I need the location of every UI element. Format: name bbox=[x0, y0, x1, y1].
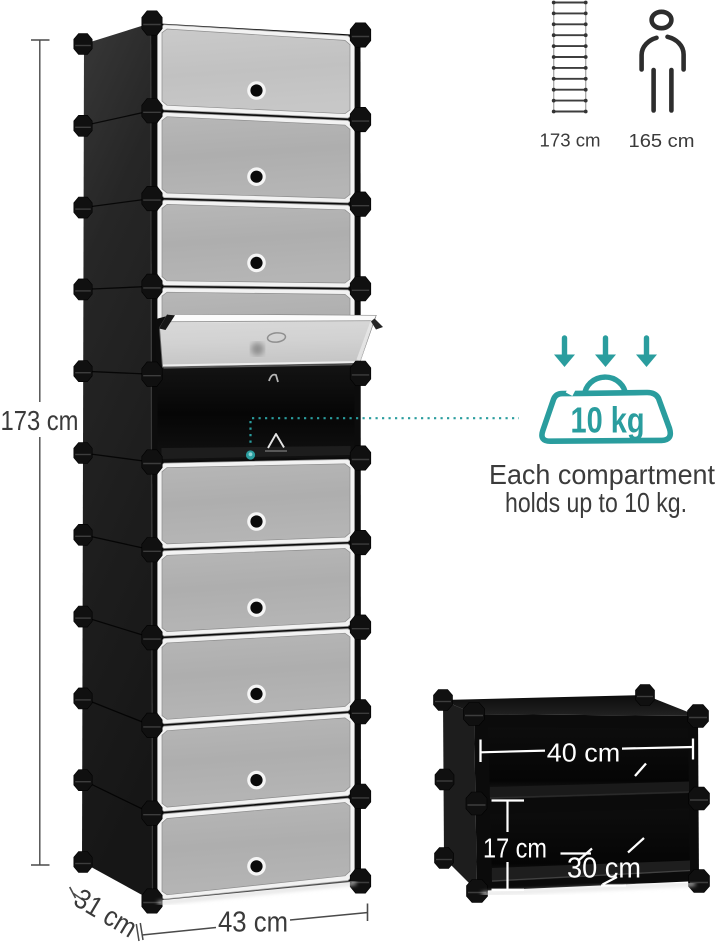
svg-text:173 cm: 173 cm bbox=[540, 130, 601, 151]
svg-text:30 cm: 30 cm bbox=[567, 853, 641, 885]
svg-text:165 cm: 165 cm bbox=[629, 130, 695, 151]
svg-text:40 cm: 40 cm bbox=[547, 737, 621, 767]
svg-text:43 cm: 43 cm bbox=[218, 907, 288, 939]
svg-text:173 cm: 173 cm bbox=[1, 405, 79, 436]
svg-text:holds up to 10 kg.: holds up to 10 kg. bbox=[505, 487, 687, 518]
svg-text:10 kg: 10 kg bbox=[571, 400, 645, 441]
svg-text:Each compartment: Each compartment bbox=[489, 459, 715, 490]
svg-text:17 cm: 17 cm bbox=[483, 833, 547, 864]
